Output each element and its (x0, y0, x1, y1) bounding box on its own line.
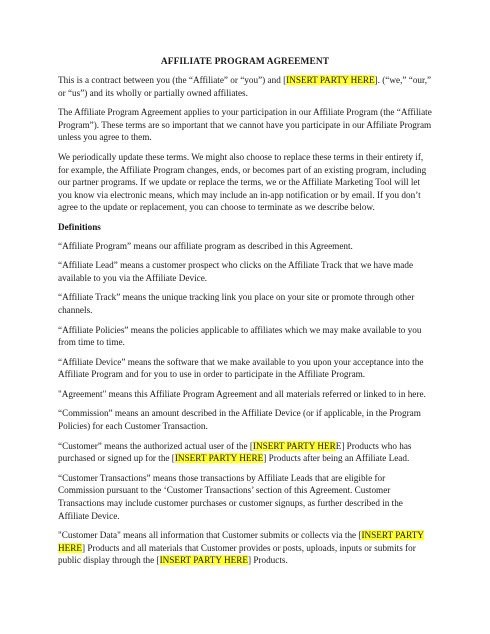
paragraph-text: ]. (“we,” “our,” or “us”) and its wholly… (58, 75, 432, 98)
insert-party-placeholder: INSERT PARTY HERE (286, 75, 375, 85)
paragraph-text: “Affiliate Device” means the software th… (58, 356, 424, 380)
intro-section: This is a contract between you (the “Aff… (58, 74, 432, 214)
paragraph-affiliate-lead: “Affiliate Lead” means a customer prospe… (58, 259, 432, 284)
insert-party-placeholder: INSERT PARTY HERE (174, 453, 264, 464)
paragraph-text: “Customer” means the authorized actual u… (58, 440, 253, 451)
paragraph-text: “Customer Transactions” means those tran… (58, 472, 403, 521)
paragraph-intro: This is a contract between you (the “Aff… (58, 74, 432, 99)
paragraph-text: "Agreement" means this Affiliate Program… (58, 388, 426, 399)
paragraph-affiliate-policies: “Affiliate Policies” means the policies … (58, 324, 432, 349)
paragraph-text: ] Products after being an Affiliate Lead… (263, 453, 410, 464)
paragraph-updates: We periodically update these terms. We m… (58, 151, 432, 214)
paragraph-text: E] Products who has purchased or signed … (58, 440, 412, 464)
paragraph-text: This is a contract between you (the “Aff… (58, 75, 287, 85)
paragraph-text: ] Products and all materials that Custom… (58, 542, 416, 566)
paragraph-text: “Commission” means an amount described i… (58, 408, 421, 432)
paragraph-affiliate-program: “Affiliate Program” means our affiliate … (58, 240, 432, 253)
paragraph-text: ] Products. (247, 555, 288, 566)
paragraph-text: “Affiliate Program” means our affiliate … (58, 240, 353, 251)
paragraph-text: "Customer Data" means all information th… (58, 530, 362, 541)
paragraph-text: “Affiliate Policies” means the policies … (58, 324, 422, 348)
definitions-heading: Definitions (58, 221, 101, 232)
insert-party-placeholder: INSERT PARTY HERE (159, 555, 248, 566)
document-title: AFFILIATE PROGRAM AGREEMENT (160, 57, 330, 67)
paragraph-customer-transactions: “Customer Transactions” means those tran… (58, 472, 432, 522)
insert-party-placeholder: INSERT PARTY HER (252, 440, 336, 451)
paragraph-customer: “Customer” means the authorized actual u… (58, 440, 432, 465)
paragraph-text: “Affiliate Lead” means a customer prospe… (58, 260, 414, 283)
definitions-section: “Affiliate Program” means our affiliate … (58, 240, 432, 567)
paragraph-agreement: "Agreement" means this Affiliate Program… (58, 388, 432, 401)
paragraph-applies: The Affiliate Program Agreement applies … (58, 106, 432, 144)
paragraph-customer-data: "Customer Data" means all information th… (58, 529, 432, 567)
paragraph-text: We periodically update these terms. We m… (58, 151, 427, 213)
paragraph-affiliate-device: “Affiliate Device” means the software th… (58, 356, 432, 381)
paragraph-affiliate-track: “Affiliate Track” means the unique track… (58, 291, 432, 316)
paragraph-commission: “Commission” means an amount described i… (58, 407, 432, 432)
paragraph-text: The Affiliate Program Agreement applies … (58, 107, 432, 143)
paragraph-text: “Affiliate Track” means the unique track… (58, 292, 415, 315)
